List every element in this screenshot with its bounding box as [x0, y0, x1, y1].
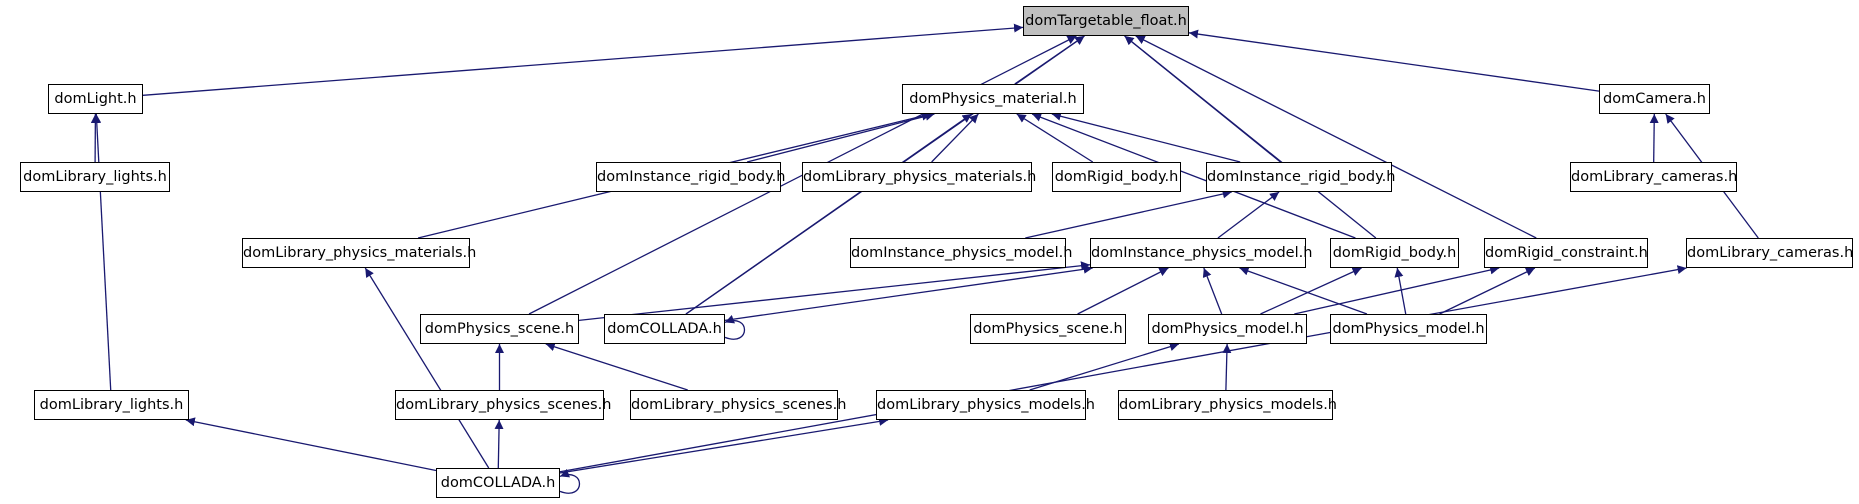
node-dominstance-rigid-body[interactable]: domInstance_rigid_body.h	[1206, 162, 1395, 192]
node-domphysics-model[interactable]: domPhysics_model.h	[1148, 314, 1307, 344]
edge-light-to-float	[142, 23, 1024, 96]
edge-collada2-to-liblights2	[185, 417, 437, 472]
node-domlibrary-physics-models[interactable]: domLibrary_physics_models.h	[876, 390, 1095, 420]
edge-libscenes2-to-physscene1	[545, 342, 688, 391]
edge-physscene1-to-instpm2	[578, 261, 1091, 321]
edge-physmodel2-to-rigidcons	[1439, 267, 1536, 315]
node-domlibrary-physics-scenes[interactable]: domLibrary_physics_scenes.h	[395, 390, 611, 420]
node-domrigid-body[interactable]: domRigid_body.h	[1330, 238, 1459, 268]
node-domcamera[interactable]: domCamera.h	[1599, 84, 1710, 114]
node-domlibrary-physics-scenes[interactable]: domLibrary_physics_scenes.h	[630, 390, 846, 420]
edge-collada2-to-collada2	[559, 468, 581, 494]
edge-collada1-to-instpm2	[724, 264, 1093, 322]
edge-collada2-to-libmodels1	[559, 416, 889, 474]
edge-rigidbody2-to-float	[1124, 35, 1377, 239]
edge-rigidbody2-to-physmat	[1031, 113, 1356, 239]
edge-physmodel1-to-rigidbody2	[1260, 267, 1362, 315]
node-domphysics-material[interactable]: domPhysics_material.h	[902, 84, 1084, 114]
edge-instpm1-to-instrb2	[1025, 189, 1232, 239]
node-dominstance-physics-model[interactable]: domInstance_physics_model.h	[850, 238, 1072, 268]
node-domrigid-constraint[interactable]: domRigid_constraint.h	[1484, 238, 1648, 268]
node-dominstance-rigid-body[interactable]: domInstance_rigid_body.h	[596, 162, 785, 192]
node-domlibrary-cameras[interactable]: domLibrary_cameras.h	[1686, 238, 1853, 268]
node-domtargetable-float[interactable]: domTargetable_float.h	[1023, 6, 1189, 36]
node-domphysics-scene[interactable]: domPhysics_scene.h	[420, 314, 579, 344]
edge-instpm2-to-instrb2	[1217, 191, 1280, 239]
node-domlibrary-physics-materials[interactable]: domLibrary_physics_materials.h	[802, 162, 1036, 192]
edge-collada1-to-physmat	[685, 113, 972, 315]
edge-physmodel1-to-rigidcons	[1294, 265, 1500, 315]
node-domphysics-model[interactable]: domPhysics_model.h	[1330, 314, 1487, 344]
node-domlibrary-lights[interactable]: domLibrary_lights.h	[20, 162, 170, 192]
node-domphysics-scene[interactable]: domPhysics_scene.h	[970, 314, 1126, 344]
edge-instrb2-to-physmat	[1051, 111, 1241, 163]
node-domlibrary-physics-materials[interactable]: domLibrary_physics_materials.h	[242, 238, 476, 268]
node-domlight[interactable]: domLight.h	[48, 84, 143, 114]
node-domlibrary-lights[interactable]: domLibrary_lights.h	[34, 390, 189, 420]
node-domlibrary-cameras[interactable]: domLibrary_cameras.h	[1570, 162, 1737, 192]
edge-rigidcons-to-float	[1135, 35, 1537, 239]
edge-camera-to-float	[1188, 29, 1600, 92]
node-dominstance-physics-model[interactable]: domInstance_physics_model.h	[1090, 238, 1312, 268]
edge-physmodel2-to-instpm2	[1239, 266, 1368, 315]
edge-physscene2-to-instpm2	[1077, 267, 1169, 315]
edge-liblights2-to-light	[92, 113, 112, 391]
edge-physmodel1-to-instpm2	[1202, 267, 1223, 315]
node-domcollada[interactable]: domCOLLADA.h	[604, 314, 725, 344]
edge-libcam1-to-camera	[1649, 113, 1659, 163]
node-domcollada[interactable]: domCOLLADA.h	[436, 468, 560, 498]
edge-collada2-to-libscenes1	[494, 419, 504, 469]
edge-collada2-to-libphysmat2	[364, 267, 490, 469]
edge-collada2-to-libcam2	[559, 265, 1687, 473]
edge-instrb1-to-physmat	[746, 111, 935, 163]
edge-collada1-to-collada1	[724, 314, 746, 340]
node-domrigid-body[interactable]: domRigid_body.h	[1052, 162, 1181, 192]
node-domlibrary-physics-models[interactable]: domLibrary_physics_models.h	[1118, 390, 1337, 420]
edge-physmodel2-to-rigidbody2	[1394, 267, 1407, 315]
edge-rigidbody1-to-physmat	[1016, 113, 1094, 163]
